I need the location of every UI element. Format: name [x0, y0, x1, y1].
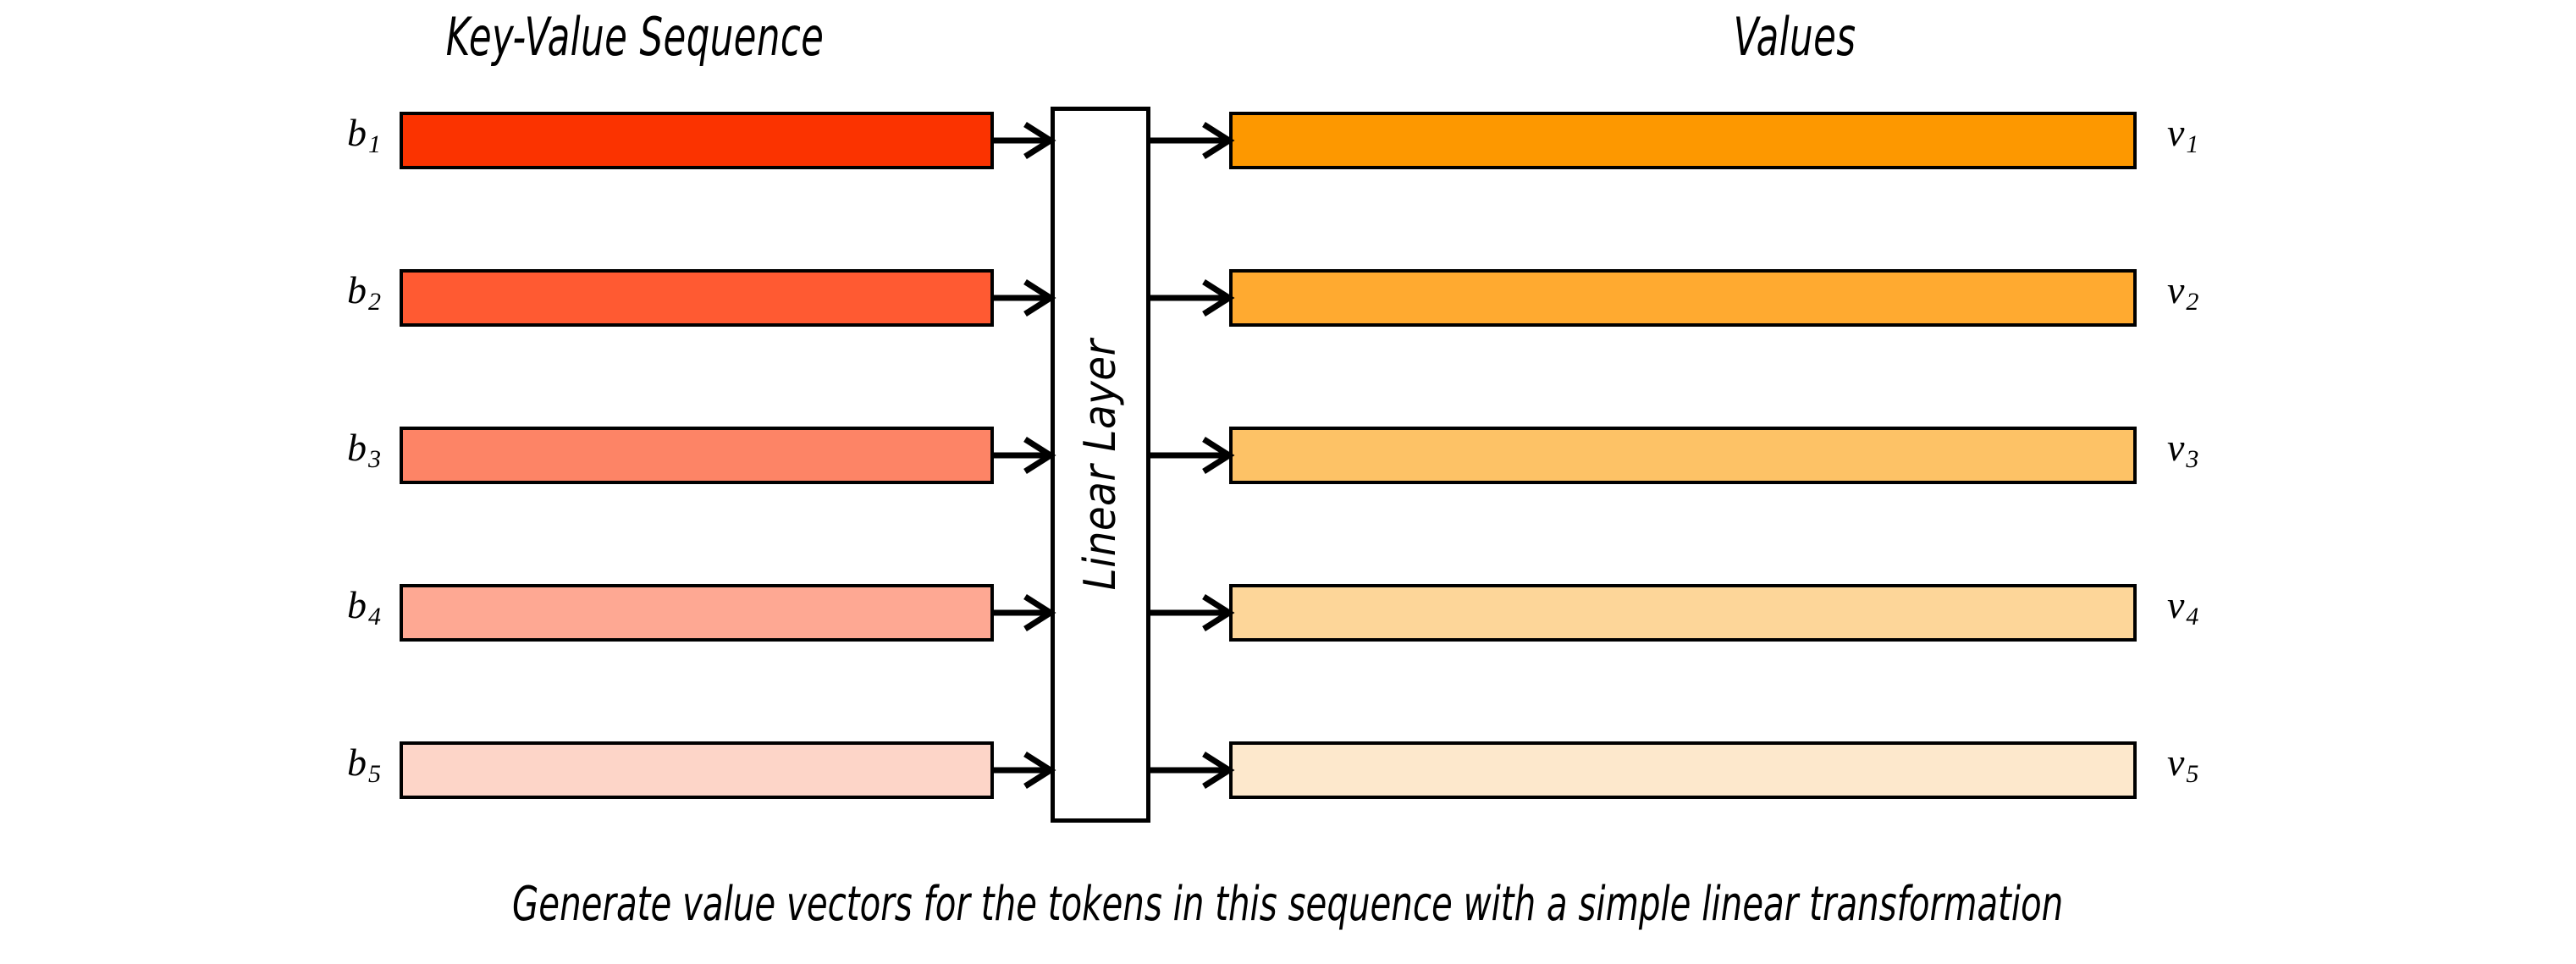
column-title-values: Values: [1733, 6, 1856, 68]
row-label-value-1: v1: [2167, 113, 2269, 157]
row-label-key-4-base: b: [347, 583, 367, 626]
row-label-key-5: b5: [305, 743, 381, 787]
row-label-key-2: b2: [305, 271, 381, 315]
row-label-key-5-base: b: [347, 741, 367, 784]
key-value-bar-4: [400, 584, 994, 642]
value-bar-3: [1229, 427, 2137, 484]
arrow-linear-to-value-3: [1150, 437, 1235, 474]
row-label-value-5-subscript: 5: [2186, 760, 2199, 789]
row-label-key-2-base: b: [347, 268, 367, 311]
arrow-linear-to-value-2: [1150, 279, 1235, 317]
row-label-value-2-subscript: 2: [2186, 288, 2199, 317]
value-bar-4: [1229, 584, 2137, 642]
row-label-key-3: b3: [305, 428, 381, 472]
key-value-bar-3: [400, 427, 994, 484]
row-label-value-4: v4: [2167, 586, 2269, 630]
arrow-linear-to-value-4: [1150, 594, 1235, 631]
row-label-value-5-base: v: [2167, 741, 2185, 784]
row-label-value-4-subscript: 4: [2186, 603, 2199, 631]
arrow-key-to-linear-1: [994, 122, 1056, 159]
arrow-key-to-linear-3: [994, 437, 1056, 474]
row-label-value-2-base: v: [2167, 268, 2185, 311]
value-bar-5: [1229, 741, 2137, 799]
key-value-bar-2: [400, 269, 994, 327]
row-label-key-4: b4: [305, 586, 381, 630]
linear-layer-label: Linear Layer: [1075, 339, 1126, 591]
row-label-value-1-subscript: 1: [2186, 130, 2199, 159]
row-label-key-1: b1: [305, 113, 381, 157]
row-label-key-2-subscript: 2: [368, 288, 381, 317]
row-label-value-2: v2: [2167, 271, 2269, 315]
row-label-value-3: v3: [2167, 428, 2269, 472]
figure-caption: Generate value vectors for the tokens in…: [0, 877, 2576, 932]
row-label-key-3-base: b: [347, 426, 367, 469]
column-title-key-value-sequence: Key-Value Sequence: [445, 6, 825, 68]
row-label-value-3-base: v: [2167, 426, 2185, 469]
row-label-key-1-base: b: [347, 111, 367, 154]
value-bar-1: [1229, 112, 2137, 169]
arrow-linear-to-value-5: [1150, 752, 1235, 789]
figure-caption-text: Generate value vectors for the tokens in…: [512, 877, 2064, 932]
key-value-bar-1: [400, 112, 994, 169]
row-label-value-4-base: v: [2167, 583, 2185, 626]
arrow-key-to-linear-5: [994, 752, 1056, 789]
row-label-key-3-subscript: 3: [368, 445, 381, 474]
linear-layer-box: Linear Layer: [1051, 107, 1150, 823]
arrow-key-to-linear-4: [994, 594, 1056, 631]
arrow-key-to-linear-2: [994, 279, 1056, 317]
row-label-key-5-subscript: 5: [368, 760, 381, 789]
row-label-key-4-subscript: 4: [368, 603, 381, 631]
value-bar-2: [1229, 269, 2137, 327]
row-label-key-1-subscript: 1: [368, 130, 381, 159]
row-label-value-5: v5: [2167, 743, 2269, 787]
row-label-value-1-base: v: [2167, 111, 2185, 154]
key-value-bar-5: [400, 741, 994, 799]
arrow-linear-to-value-1: [1150, 122, 1235, 159]
row-label-value-3-subscript: 3: [2186, 445, 2199, 474]
